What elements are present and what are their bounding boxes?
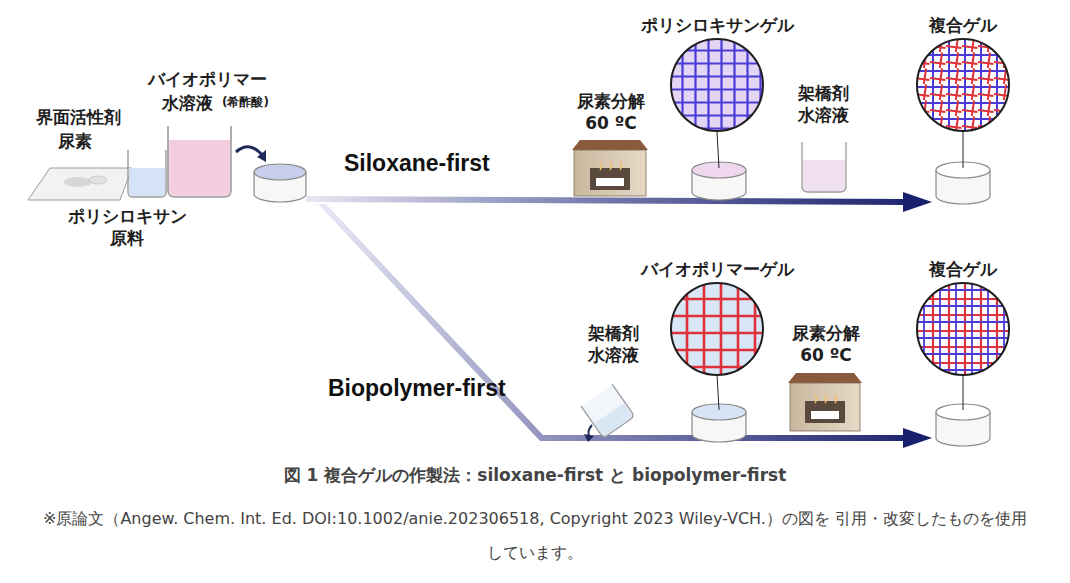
part-label: ポリシロキサン 原料	[62, 205, 192, 249]
gel-heading: 複合ゲル	[908, 258, 1018, 280]
source-note: ※原論文（Angew. Chem. Int. Ed. DOI:10.1002/a…	[40, 502, 1030, 570]
part-label: 水溶液	[162, 92, 222, 114]
part-label: 尿素	[58, 130, 118, 152]
gel-heading: 複合ゲル	[908, 14, 1018, 36]
figure-caption: 図 1 複合ゲルの作製法：siloxane-first と biopolymer…	[0, 464, 1070, 487]
part-label: 架橋剤 水溶液	[582, 322, 644, 366]
network-circle	[668, 280, 766, 378]
part-label: 尿素分解 60 ºC	[783, 322, 869, 366]
route-name: Siloxane-first	[344, 149, 544, 179]
gel-network-circle: ポリシロキサンゲル	[636, 14, 799, 134]
part-label: 尿素分解 60 ºC	[568, 90, 654, 134]
part-label: 架橋剤 水溶液	[792, 82, 854, 126]
part-label: 界面活性剤	[36, 106, 146, 128]
gel-network-circle: 複合ゲル	[908, 258, 1018, 378]
gel-network-circle: バイオポリマーゲル	[636, 258, 799, 378]
network-circle	[914, 280, 1012, 378]
part-label: (希酢酸)	[222, 95, 292, 111]
network-circle	[668, 36, 766, 134]
network-circle	[914, 36, 1012, 134]
gel-network-circle: 複合ゲル	[908, 14, 1018, 134]
gel-heading: バイオポリマーゲル	[636, 258, 799, 280]
gel-heading: ポリシロキサンゲル	[636, 14, 799, 36]
part-label: バイオポリマー	[148, 68, 288, 90]
route-name: Biopolymer-first	[328, 374, 558, 404]
